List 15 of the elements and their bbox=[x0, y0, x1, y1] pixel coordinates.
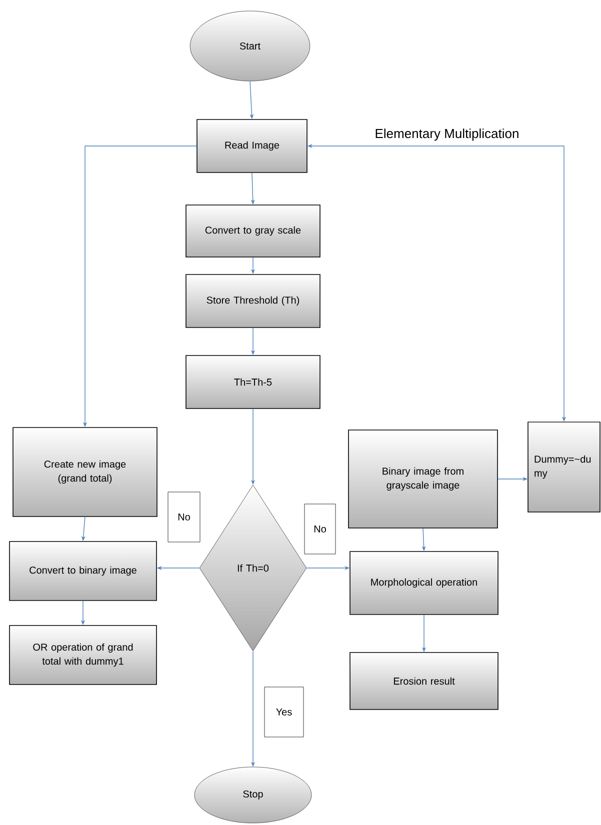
process-box: Read Image bbox=[196, 119, 308, 173]
branch-label-box: No bbox=[304, 504, 336, 554]
process-box: OR operation of grand total with dummy1 bbox=[9, 625, 157, 685]
process-box: Th=Th-5 bbox=[186, 355, 320, 409]
process-box: Morphological operation bbox=[350, 551, 498, 615]
edge-label: Elementary Multiplication bbox=[376, 128, 518, 141]
process-box: Convert to gray scale bbox=[186, 204, 320, 258]
process-box: Store Threshold (Th) bbox=[186, 274, 320, 328]
process-box: Dummy=~du my bbox=[528, 422, 600, 512]
process-box: Erosion result bbox=[350, 652, 498, 710]
branch-label-box: Yes bbox=[264, 686, 304, 738]
process-box: Create new image (grand total) bbox=[12, 427, 158, 517]
process-box: Convert to binary image bbox=[9, 541, 157, 601]
branch-label-box: No bbox=[168, 492, 200, 542]
process-box: Binary image from grayscale image bbox=[348, 430, 498, 528]
